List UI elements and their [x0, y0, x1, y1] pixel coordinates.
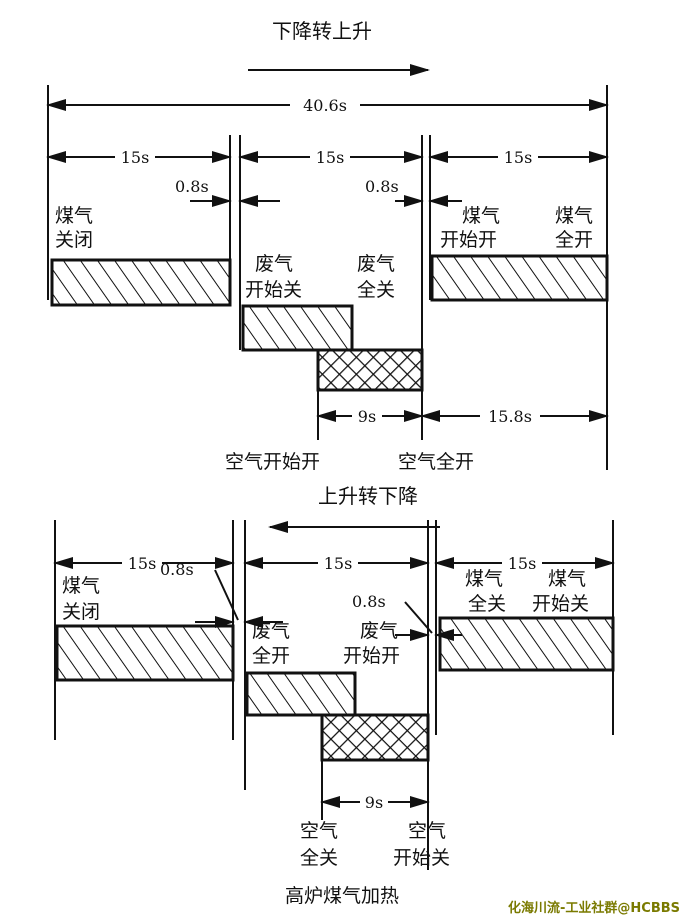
waste-gas-bar: [245, 671, 357, 717]
label-gas: 煤气: [548, 568, 586, 590]
label-waste: 废气: [255, 253, 293, 275]
duration-label: 15s: [508, 554, 537, 573]
gap-label: 0.8s: [175, 177, 209, 196]
waste-gas-bar: [241, 304, 354, 352]
gas-bar: [50, 258, 232, 307]
watermark: 化海川流-工业社群@HCBBS: [508, 900, 680, 916]
total-duration: 40.6s: [303, 96, 347, 115]
figure-caption: 高炉煤气加热: [285, 885, 399, 907]
air-bar: [316, 348, 424, 392]
bottom-title: 上升转下降: [318, 484, 418, 508]
label-gas: 煤气: [465, 568, 503, 590]
label-gas: 煤气: [55, 205, 93, 227]
top-title: 下降转上升: [272, 19, 372, 43]
label-air: 空气: [408, 820, 446, 842]
label-waste: 废气: [360, 620, 398, 642]
label-air-start-close: 开始关: [393, 847, 450, 869]
label-gas-start-open: 开始开: [440, 229, 497, 251]
label-waste-full-close: 全关: [357, 279, 395, 301]
gas-bar: [55, 624, 235, 682]
gas-bar: [430, 254, 609, 302]
label-air-start-open: 空气开始开: [225, 451, 320, 473]
gap-label: 0.8s: [352, 592, 386, 611]
duration-label: 15s: [324, 554, 353, 573]
gap-label: 0.8s: [365, 177, 399, 196]
duration-label: 15s: [316, 148, 345, 167]
air-rest-duration: 15.8s: [488, 407, 532, 426]
gap-label: 0.8s: [160, 560, 194, 579]
label-gas: 煤气: [462, 205, 500, 227]
air-bar: [320, 713, 430, 762]
label-gas-full-open: 全开: [555, 229, 593, 251]
label-gas-closed: 关闭: [62, 601, 100, 623]
label-gas-start-close: 开始关: [532, 593, 589, 615]
label-waste: 废气: [252, 620, 290, 642]
label-air-full-open: 空气全开: [398, 451, 474, 473]
air-duration: 9s: [358, 407, 376, 426]
label-gas-full-close: 全关: [468, 593, 506, 615]
label-waste: 废气: [357, 253, 395, 275]
label-air-full-close: 全关: [300, 847, 338, 869]
bottom-section: 上升转下降 15s 15s 15s 0.8s 0.8s 煤气 关闭 废气 全开 …: [53, 484, 615, 870]
label-waste-start-open: 开始开: [343, 645, 400, 667]
label-gas: 煤气: [555, 205, 593, 227]
duration-label: 15s: [128, 554, 157, 573]
duration-label: 15s: [121, 148, 150, 167]
air-duration: 9s: [365, 793, 383, 812]
label-gas: 煤气: [62, 575, 100, 597]
label-waste-start-close: 开始关: [245, 279, 302, 301]
label-waste-full-open: 全开: [252, 645, 290, 667]
top-section: 下降转上升 40.6s 15s 15s 15s 0.8s 0.8s 煤气 关闭 …: [46, 19, 609, 473]
label-gas-closed: 关闭: [55, 229, 93, 251]
label-air: 空气: [300, 820, 338, 842]
gas-bar: [438, 616, 615, 672]
duration-label: 15s: [504, 148, 533, 167]
